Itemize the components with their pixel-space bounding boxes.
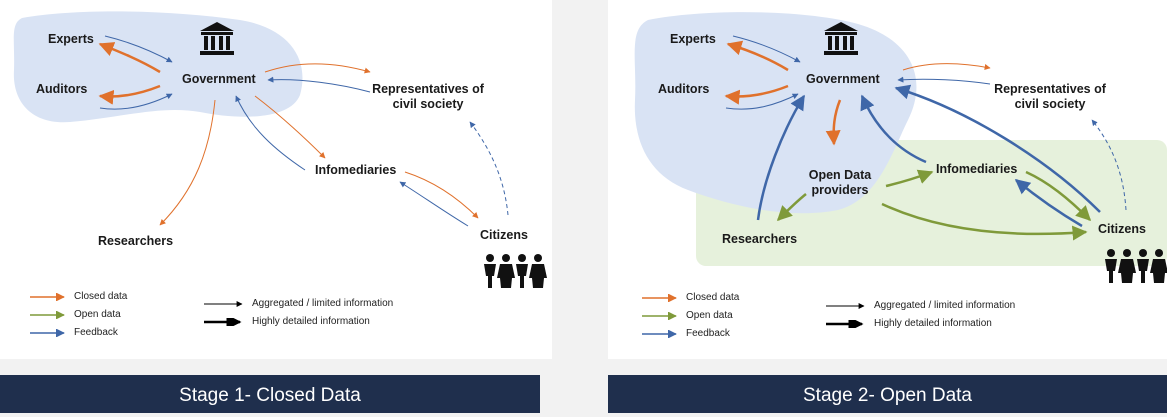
node-infomediaries: Infomediaries <box>936 162 1018 176</box>
legend-open-data: Open data <box>30 309 121 320</box>
arrow-representatives-to-gov <box>897 76 991 85</box>
node-researchers: Researchers <box>98 234 174 248</box>
arrow-citizens-to-infomediaries <box>399 181 469 227</box>
arrow-gov-to-representatives <box>902 63 991 71</box>
arrow-experts-to-gov <box>104 35 173 63</box>
node-open-data-providers: Open Data providers <box>808 168 872 197</box>
government-building-icon <box>824 22 858 55</box>
arrow-experts-to-gov <box>732 35 801 63</box>
legend-feedback: Feedback <box>642 328 730 339</box>
legend-aggregated: Aggregated / limited information <box>826 300 1016 311</box>
arrow-infomediaries-to-citizens <box>1025 170 1092 222</box>
stage-1-diagram <box>13 11 509 227</box>
node-citizens: Citizens <box>480 228 528 242</box>
arrow-infomediaries-to-gov <box>860 94 927 164</box>
government-area <box>634 12 917 214</box>
node-experts: Experts <box>48 32 94 46</box>
arrow-gov-to-infomediaries <box>254 95 326 159</box>
arrow-gov-to-representatives <box>264 63 371 74</box>
stage-2-diagram <box>634 12 1167 266</box>
citizens-group-icon <box>484 254 547 288</box>
arrow-infomediaries-to-gov <box>235 95 306 171</box>
arrow-infomediaries-to-citizens <box>404 171 479 219</box>
arrow-providers-to-citizens <box>881 202 1088 241</box>
stage-2-panel: Experts Auditors Government Representati… <box>608 0 1167 359</box>
arrow-gov-to-experts <box>726 40 789 72</box>
arrow-representatives-to-gov <box>267 76 371 93</box>
legend-aggregated: Aggregated / limited information <box>204 298 394 309</box>
arrow-citizens-to-representatives <box>1091 119 1127 211</box>
arrow-gov-to-auditors <box>724 84 789 105</box>
node-auditors: Auditors <box>658 82 710 96</box>
legend-closed-data: Closed data <box>642 292 740 303</box>
legend-open-data: Open data <box>642 310 733 321</box>
node-auditors: Auditors <box>36 82 88 96</box>
stage-2-title-banner: Stage 2- Open Data <box>608 375 1167 413</box>
legend-closed-data: Closed data <box>30 291 128 302</box>
arrow-gov-to-experts <box>98 42 161 74</box>
arrow-citizens-to-representatives <box>469 121 509 216</box>
node-government: Government <box>806 72 880 86</box>
legend-detailed: Highly detailed information <box>204 316 370 327</box>
arrow-gov-to-auditors <box>98 84 161 105</box>
node-representatives: Representatives of civil society <box>994 82 1106 111</box>
arrow-gov-to-researchers <box>159 99 216 226</box>
arrow-providers-to-researchers <box>776 193 807 222</box>
arrow-citizens-to-gov <box>894 84 1101 213</box>
node-representatives: Representatives of civil society <box>372 82 484 111</box>
government-area <box>13 11 303 123</box>
legend-feedback: Feedback <box>30 327 118 338</box>
node-researchers: Researchers <box>722 232 798 246</box>
node-government: Government <box>182 72 256 86</box>
legend-detailed: Highly detailed information <box>826 318 992 329</box>
node-experts: Experts <box>670 32 716 46</box>
node-infomediaries: Infomediaries <box>315 163 397 177</box>
node-citizens: Citizens <box>1098 222 1146 236</box>
government-building-icon <box>200 22 234 55</box>
arrow-gov-to-open-data-providers <box>825 99 842 146</box>
arrow-researchers-to-gov <box>756 94 806 221</box>
stage-1-panel: Experts Auditors Government Representati… <box>0 0 552 359</box>
stage-1-title-banner: Stage 1- Closed Data <box>0 375 540 413</box>
arrow-auditors-to-gov <box>99 93 173 110</box>
citizens-group-icon <box>1105 249 1167 283</box>
arrow-providers-to-infomediaries <box>885 169 934 188</box>
arrow-citizens-to-infomediaries <box>1014 179 1083 228</box>
